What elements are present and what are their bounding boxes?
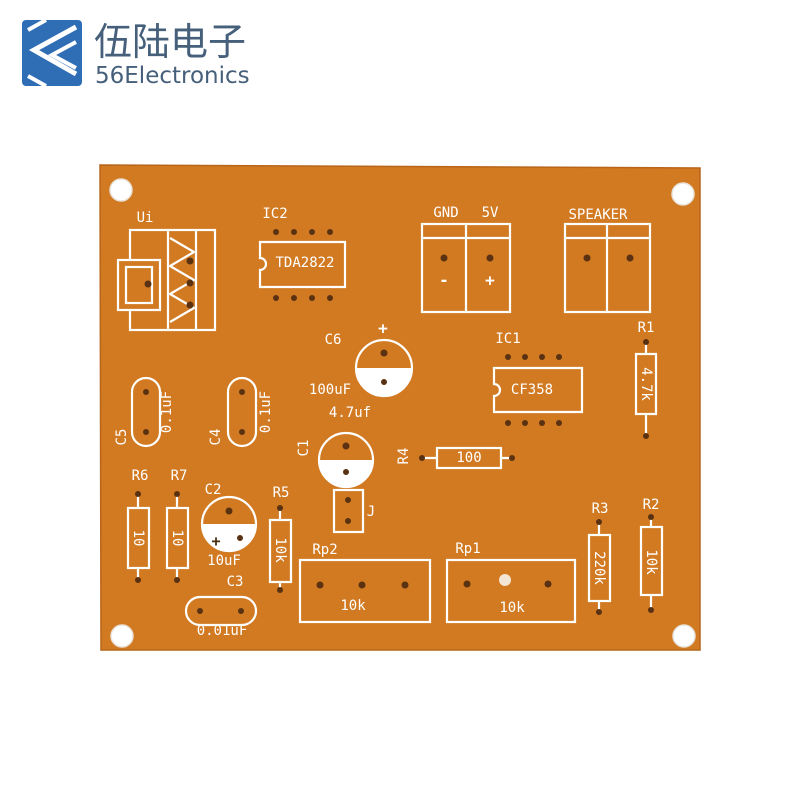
gnd-label: GND — [433, 205, 458, 221]
r4-label: R4 — [396, 448, 412, 465]
c4-label: C4 — [208, 429, 224, 446]
r2-label: R2 — [643, 497, 660, 513]
speaker-label: SPEAKER — [568, 207, 628, 223]
ui-label: Ui — [137, 210, 154, 226]
r7-value: 10 — [169, 530, 185, 547]
c5-label: C5 — [114, 429, 130, 446]
r5-value: 10k — [272, 537, 288, 563]
gnd-sign: - — [439, 271, 449, 290]
rp2-footprint — [298, 558, 432, 624]
ic2-part-label: TDA2822 — [275, 255, 334, 271]
c5-value: 0.1uF — [159, 391, 175, 433]
c4-value: 0.1uF — [258, 391, 274, 433]
ic1-part-label: CF358 — [511, 382, 553, 398]
c2-value: 10uF — [207, 553, 241, 569]
power-terminal-footprint — [420, 222, 512, 314]
c1-footprint — [317, 431, 375, 489]
pcb-board: Ui IC2 TDA2822 GND 5V - + — [99, 164, 701, 651]
rp1-label: Rp1 — [455, 541, 480, 557]
brand-logo: 伍陆电子 56Electronics — [22, 18, 250, 89]
r7-footprint — [165, 491, 190, 583]
ui-connector-footprint — [116, 228, 217, 332]
c3-footprint — [184, 595, 258, 627]
c1-value: 4.7uf — [329, 405, 371, 421]
5v-sign: + — [485, 271, 495, 290]
mounting-hole — [672, 624, 696, 648]
c4-footprint — [226, 376, 258, 448]
mounting-hole — [110, 624, 134, 648]
brand-logo-icon — [22, 18, 82, 88]
r7-label: R7 — [171, 468, 188, 484]
r5-label: R5 — [273, 485, 290, 501]
r1-footprint — [634, 339, 658, 439]
rp1-footprint — [445, 558, 577, 624]
r2-value: 10k — [643, 549, 659, 575]
c3-value: 0.01uF — [197, 623, 248, 639]
c2-footprint — [200, 495, 258, 553]
mounting-hole — [671, 182, 695, 206]
c2-plus-sign: + — [211, 532, 220, 550]
r4-value: 100 — [456, 450, 481, 466]
brand-name-cn: 伍陆电子 — [94, 20, 246, 64]
c2-label: C2 — [205, 482, 222, 498]
r2-footprint — [639, 514, 664, 613]
5v-label: 5V — [482, 205, 499, 221]
r5-footprint — [268, 505, 293, 593]
speaker-terminal-footprint — [563, 222, 652, 314]
ic2-label: IC2 — [262, 206, 287, 222]
r6-value: 10 — [130, 530, 146, 547]
ic1-label: IC1 — [495, 331, 520, 347]
c6-label: C6 — [325, 332, 342, 348]
r1-label: R1 — [638, 320, 655, 336]
r3-label: R3 — [592, 501, 609, 517]
r6-footprint — [126, 491, 151, 583]
c3-label: C3 — [227, 574, 244, 590]
c1-label: C1 — [296, 440, 312, 457]
rp1-value: 10k — [499, 600, 525, 616]
c6-footprint — [354, 338, 414, 398]
rp2-value: 10k — [340, 598, 366, 614]
ic2-footprint — [258, 229, 347, 301]
r3-value: 220k — [591, 551, 607, 585]
j-footprint — [332, 488, 365, 534]
r6-label: R6 — [132, 468, 149, 484]
rp2-label: Rp2 — [312, 542, 337, 558]
c6-value: 100uF — [309, 382, 351, 398]
c5-footprint — [130, 376, 162, 448]
brand-name-en: 56Electronics — [95, 63, 250, 89]
r4-footprint — [419, 446, 515, 470]
r1-value: 4.7k — [638, 367, 654, 401]
c6-plus-sign: + — [378, 319, 388, 338]
r3-footprint — [587, 519, 612, 615]
j-label: J — [367, 504, 375, 520]
mounting-hole — [109, 178, 133, 202]
ic1-footprint — [492, 354, 584, 426]
